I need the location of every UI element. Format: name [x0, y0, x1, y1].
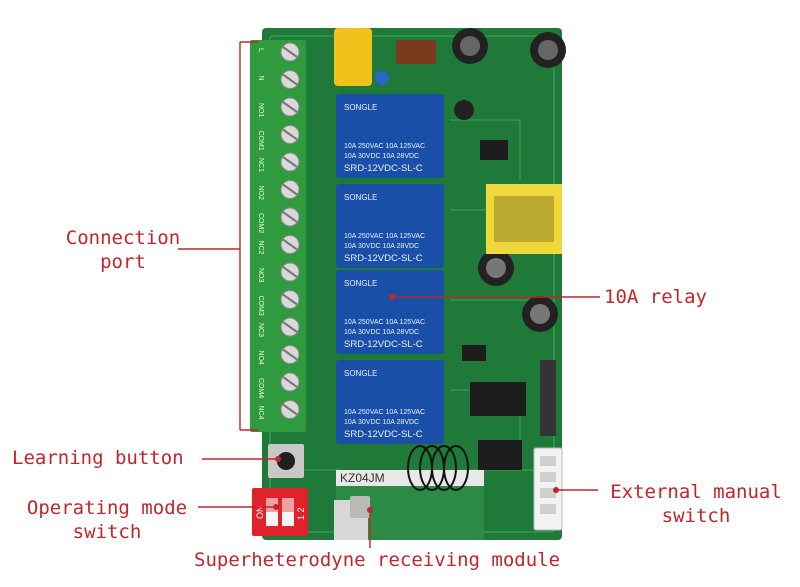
terminal-mark: NO1 [257, 103, 264, 118]
operating-mode-label-line2: switch [72, 521, 142, 543]
relay-marking: 10A 250VAC 10A 125VAC [344, 233, 425, 240]
relay-marking: 10A 30VDC 10A 28VDC [344, 329, 419, 336]
transformer [486, 184, 562, 254]
relay-marking: SRD-12VDC-SL-C [344, 163, 423, 174]
terminal-mark: COM3 [257, 296, 264, 316]
relay-marking: SONGLE [344, 103, 377, 112]
terminal-mark: NC3 [257, 323, 264, 337]
relay-label: 10A relay [604, 286, 707, 308]
relay-1: SONGLE 10A 250VAC 10A 125VAC 10A 30VDC 10A… [336, 94, 444, 178]
terminal-mark: NC1 [257, 158, 264, 172]
terminal-mark: L [257, 48, 264, 52]
ic-chip [470, 382, 526, 416]
relay-marking: SRD-12VDC-SL-C [344, 429, 423, 440]
module-mark: KZ04JM [340, 471, 385, 485]
external-switch-label-line1: External manual [610, 481, 782, 503]
connection-port-label: Connection port [48, 226, 198, 274]
relay-marking: 10A 250VAC 10A 125VAC [344, 319, 425, 326]
terminal-mark: COM4 [257, 378, 264, 398]
relay-marking: 10A 30VDC 10A 28VDC [344, 419, 419, 426]
electrolytic-capacitors [452, 28, 566, 332]
ic-chip [478, 440, 522, 470]
terminal-block [250, 40, 306, 432]
connection-port-callout [178, 41, 258, 431]
operating-mode-switch-label: Operating mode switch [14, 496, 200, 544]
terminal-mark: NO3 [257, 268, 264, 283]
relay-marking: 10A 250VAC 10A 125VAC [344, 409, 425, 416]
terminal-mark: NO2 [257, 186, 264, 201]
learning-button-label: Learning button [12, 447, 184, 469]
terminal-mark: NC2 [257, 241, 264, 255]
terminal-mark: COM2 [257, 213, 264, 233]
relay-marking: 10A 30VDC 10A 28VDC [344, 153, 419, 160]
connection-port-label-line1: Connection [65, 227, 181, 249]
external-manual-switch-label: External manual switch [598, 480, 794, 528]
relay-marking: 10A 30VDC 10A 28VDC [344, 243, 419, 250]
x2-capacitor [334, 28, 372, 86]
terminal-mark: NO4 [257, 351, 264, 366]
relay-marking: SONGLE [344, 279, 377, 288]
dip-on-mark: ON [255, 506, 265, 520]
external-switch-label-line2: switch [661, 505, 731, 527]
relay-marking: SONGLE [344, 369, 377, 378]
dip-pos-mark: 1 2 [296, 507, 306, 520]
relay-2: SONGLE 10A 250VAC 10A 125VAC 10A 30VDC 10A… [336, 184, 444, 268]
operating-mode-label-line1: Operating mode [26, 497, 188, 519]
antenna-coil [407, 445, 469, 491]
relay-marking: 10A 250VAC 10A 125VAC [344, 143, 425, 150]
relay-marking: SRD-12VDC-SL-C [344, 339, 423, 350]
relay-marking: SRD-12VDC-SL-C [344, 253, 423, 264]
terminal-mark: N [257, 76, 264, 81]
relay-4: SONGLE 10A 250VAC 10A 125VAC 10A 30VDC 10A… [336, 360, 444, 444]
connection-port-label-line2: port [100, 251, 146, 273]
relay-3: SONGLE 10A 250VAC 10A 125VAC 10A 30VDC 10A… [336, 270, 444, 354]
relay-marking: SONGLE [344, 193, 377, 202]
receiving-module-label: Superheterodyne receiving module [194, 549, 561, 571]
terminal-mark: NC4 [257, 406, 264, 420]
terminal-mark: COM1 [257, 131, 264, 151]
